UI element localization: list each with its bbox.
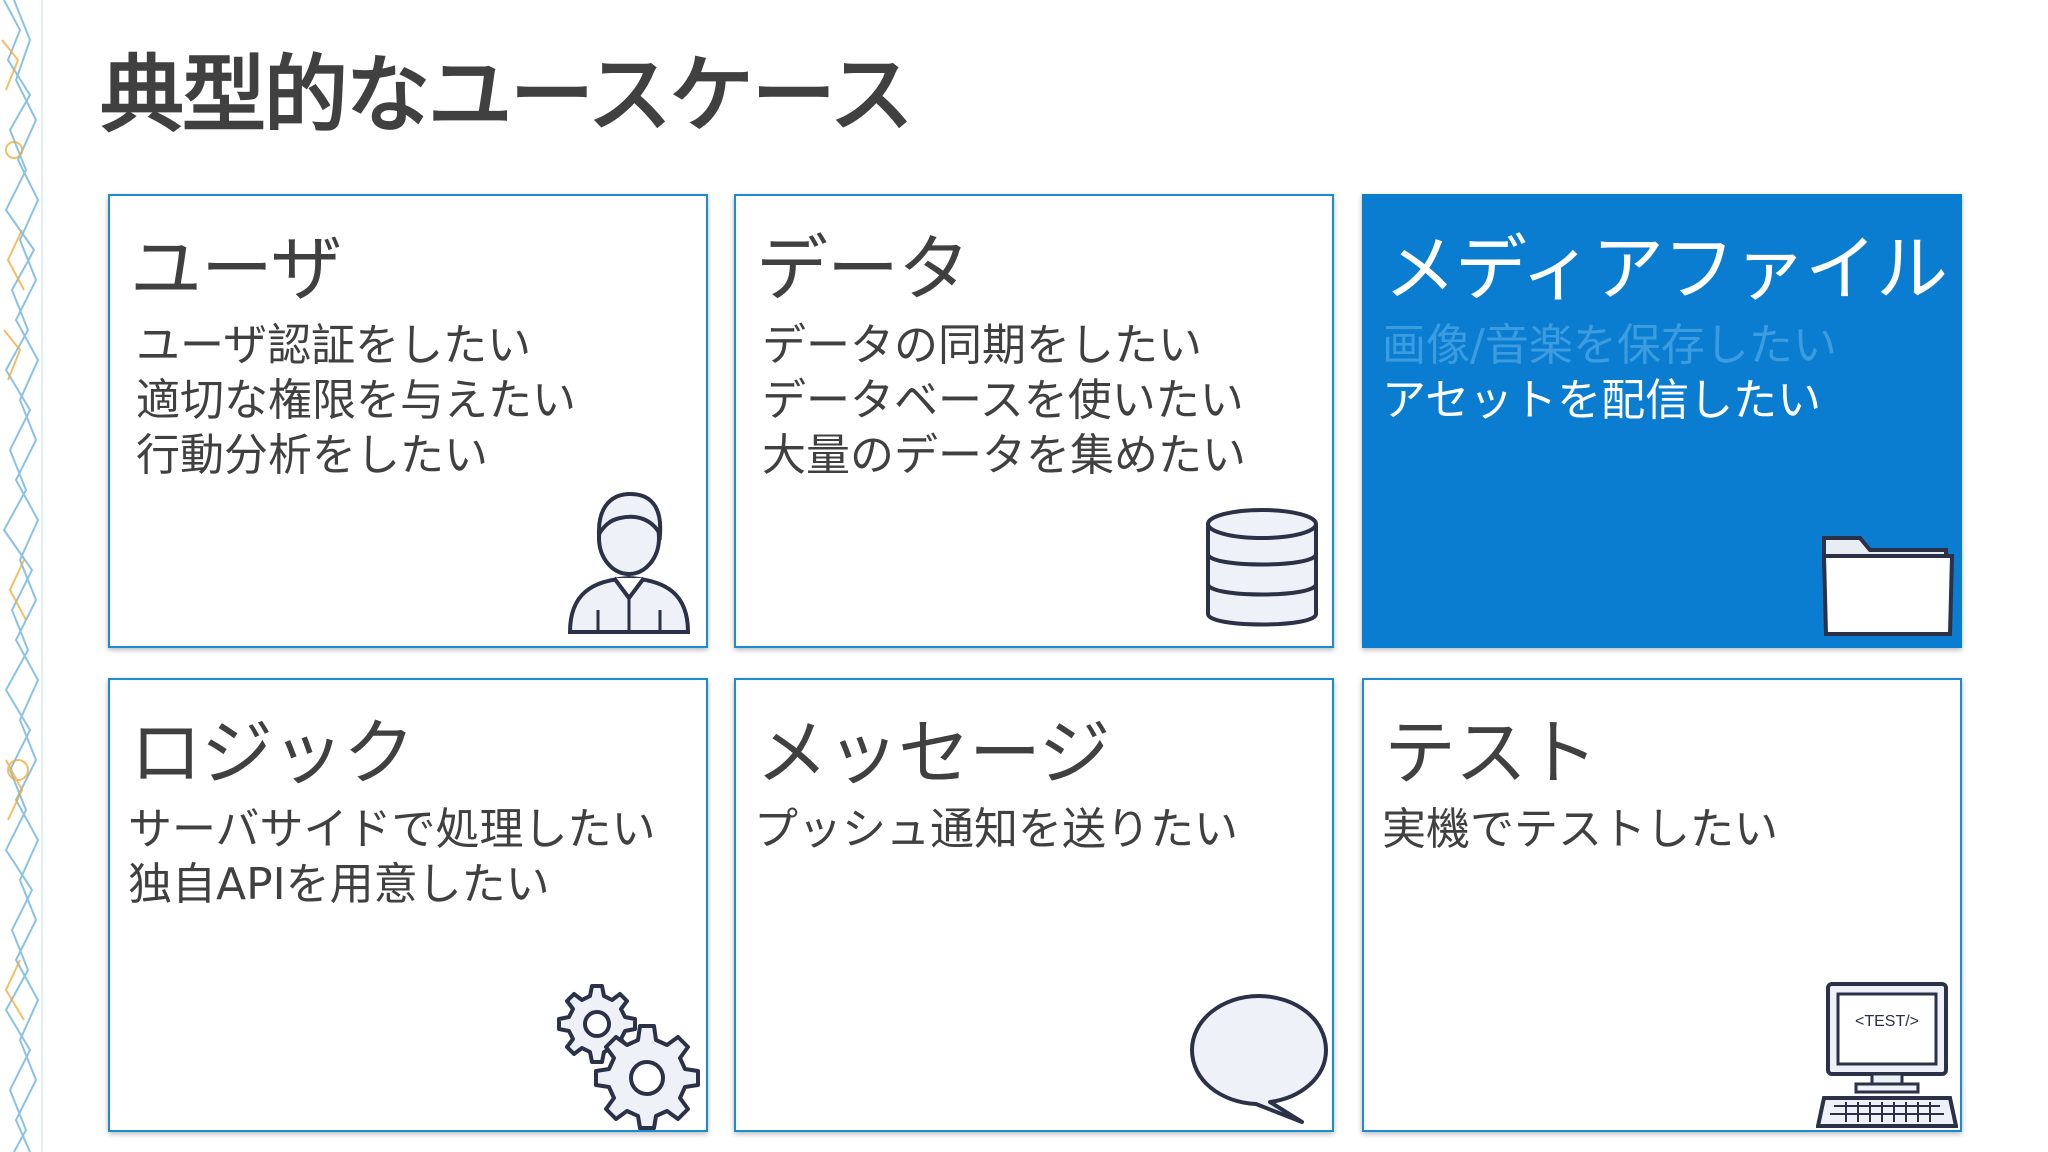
card-logic[interactable]: ロジック サーバサイドで処理したい 独自APIを用意したい <box>108 678 708 1132</box>
database-icon <box>1206 508 1318 627</box>
card-description: プッシュ通知を送りたい <box>754 802 1238 857</box>
card-description: 画像/音楽を保存したい アセットを配信したい <box>1382 318 1837 428</box>
page-title: 典型的なユースケース <box>100 46 914 144</box>
card-line: アセットを配信したい <box>1382 375 1822 426</box>
card-line: データベースを使いたい <box>762 375 1244 426</box>
card-title: データ <box>756 227 970 311</box>
card-description: データの同期をしたい データベースを使いたい 大量のデータを集めたい <box>762 318 1246 483</box>
card-line: データの同期をしたい <box>762 320 1202 371</box>
card-description: ユーザ認証をしたい 適切な権限を与えたい 行動分析をしたい <box>136 318 576 483</box>
computer-test-icon: <TEST/> <box>1816 982 1958 1128</box>
card-data[interactable]: データ データの同期をしたい データベースを使いたい 大量のデータを集めたい <box>734 194 1334 648</box>
card-media-files[interactable]: メディアファイル 画像/音楽を保存したい アセットを配信したい <box>1362 194 1962 648</box>
card-user[interactable]: ユーザ ユーザ認証をしたい 適切な権限を与えたい 行動分析をしたい <box>108 194 708 648</box>
test-screen-label: <TEST/> <box>1855 1013 1919 1030</box>
card-line: 画像/音楽を保存したい <box>1382 320 1837 371</box>
card-title: メッセージ <box>756 711 1111 795</box>
card-title: メディアファイル <box>1384 227 1948 311</box>
gears-icon <box>557 984 700 1130</box>
speech-bubble-icon <box>1190 994 1328 1124</box>
card-message[interactable]: メッセージ プッシュ通知を送りたい <box>734 678 1334 1132</box>
folder-icon <box>1821 536 1955 636</box>
card-title: ロジック <box>130 711 415 795</box>
user-icon <box>567 491 691 634</box>
card-line: 大量のデータを集めたい <box>762 430 1246 481</box>
card-line: 実機でテストしたい <box>1382 804 1778 855</box>
decorative-circuit-pattern <box>0 0 44 1152</box>
card-description: サーバサイドで処理したい 独自APIを用意したい <box>128 802 656 912</box>
card-description: 実機でテストしたい <box>1382 802 1778 857</box>
card-line: プッシュ通知を送りたい <box>754 804 1238 855</box>
card-line: サーバサイドで処理したい <box>128 804 656 855</box>
card-line: ユーザ認証をしたい <box>136 320 532 371</box>
card-line: 独自APIを用意したい <box>128 859 550 910</box>
card-line: 適切な権限を与えたい <box>136 375 576 426</box>
card-title: ユーザ <box>130 227 343 311</box>
card-line: 行動分析をしたい <box>136 430 488 481</box>
card-test[interactable]: テスト 実機でテストしたい <TEST/> <box>1362 678 1962 1132</box>
card-title: テスト <box>1384 711 1598 795</box>
